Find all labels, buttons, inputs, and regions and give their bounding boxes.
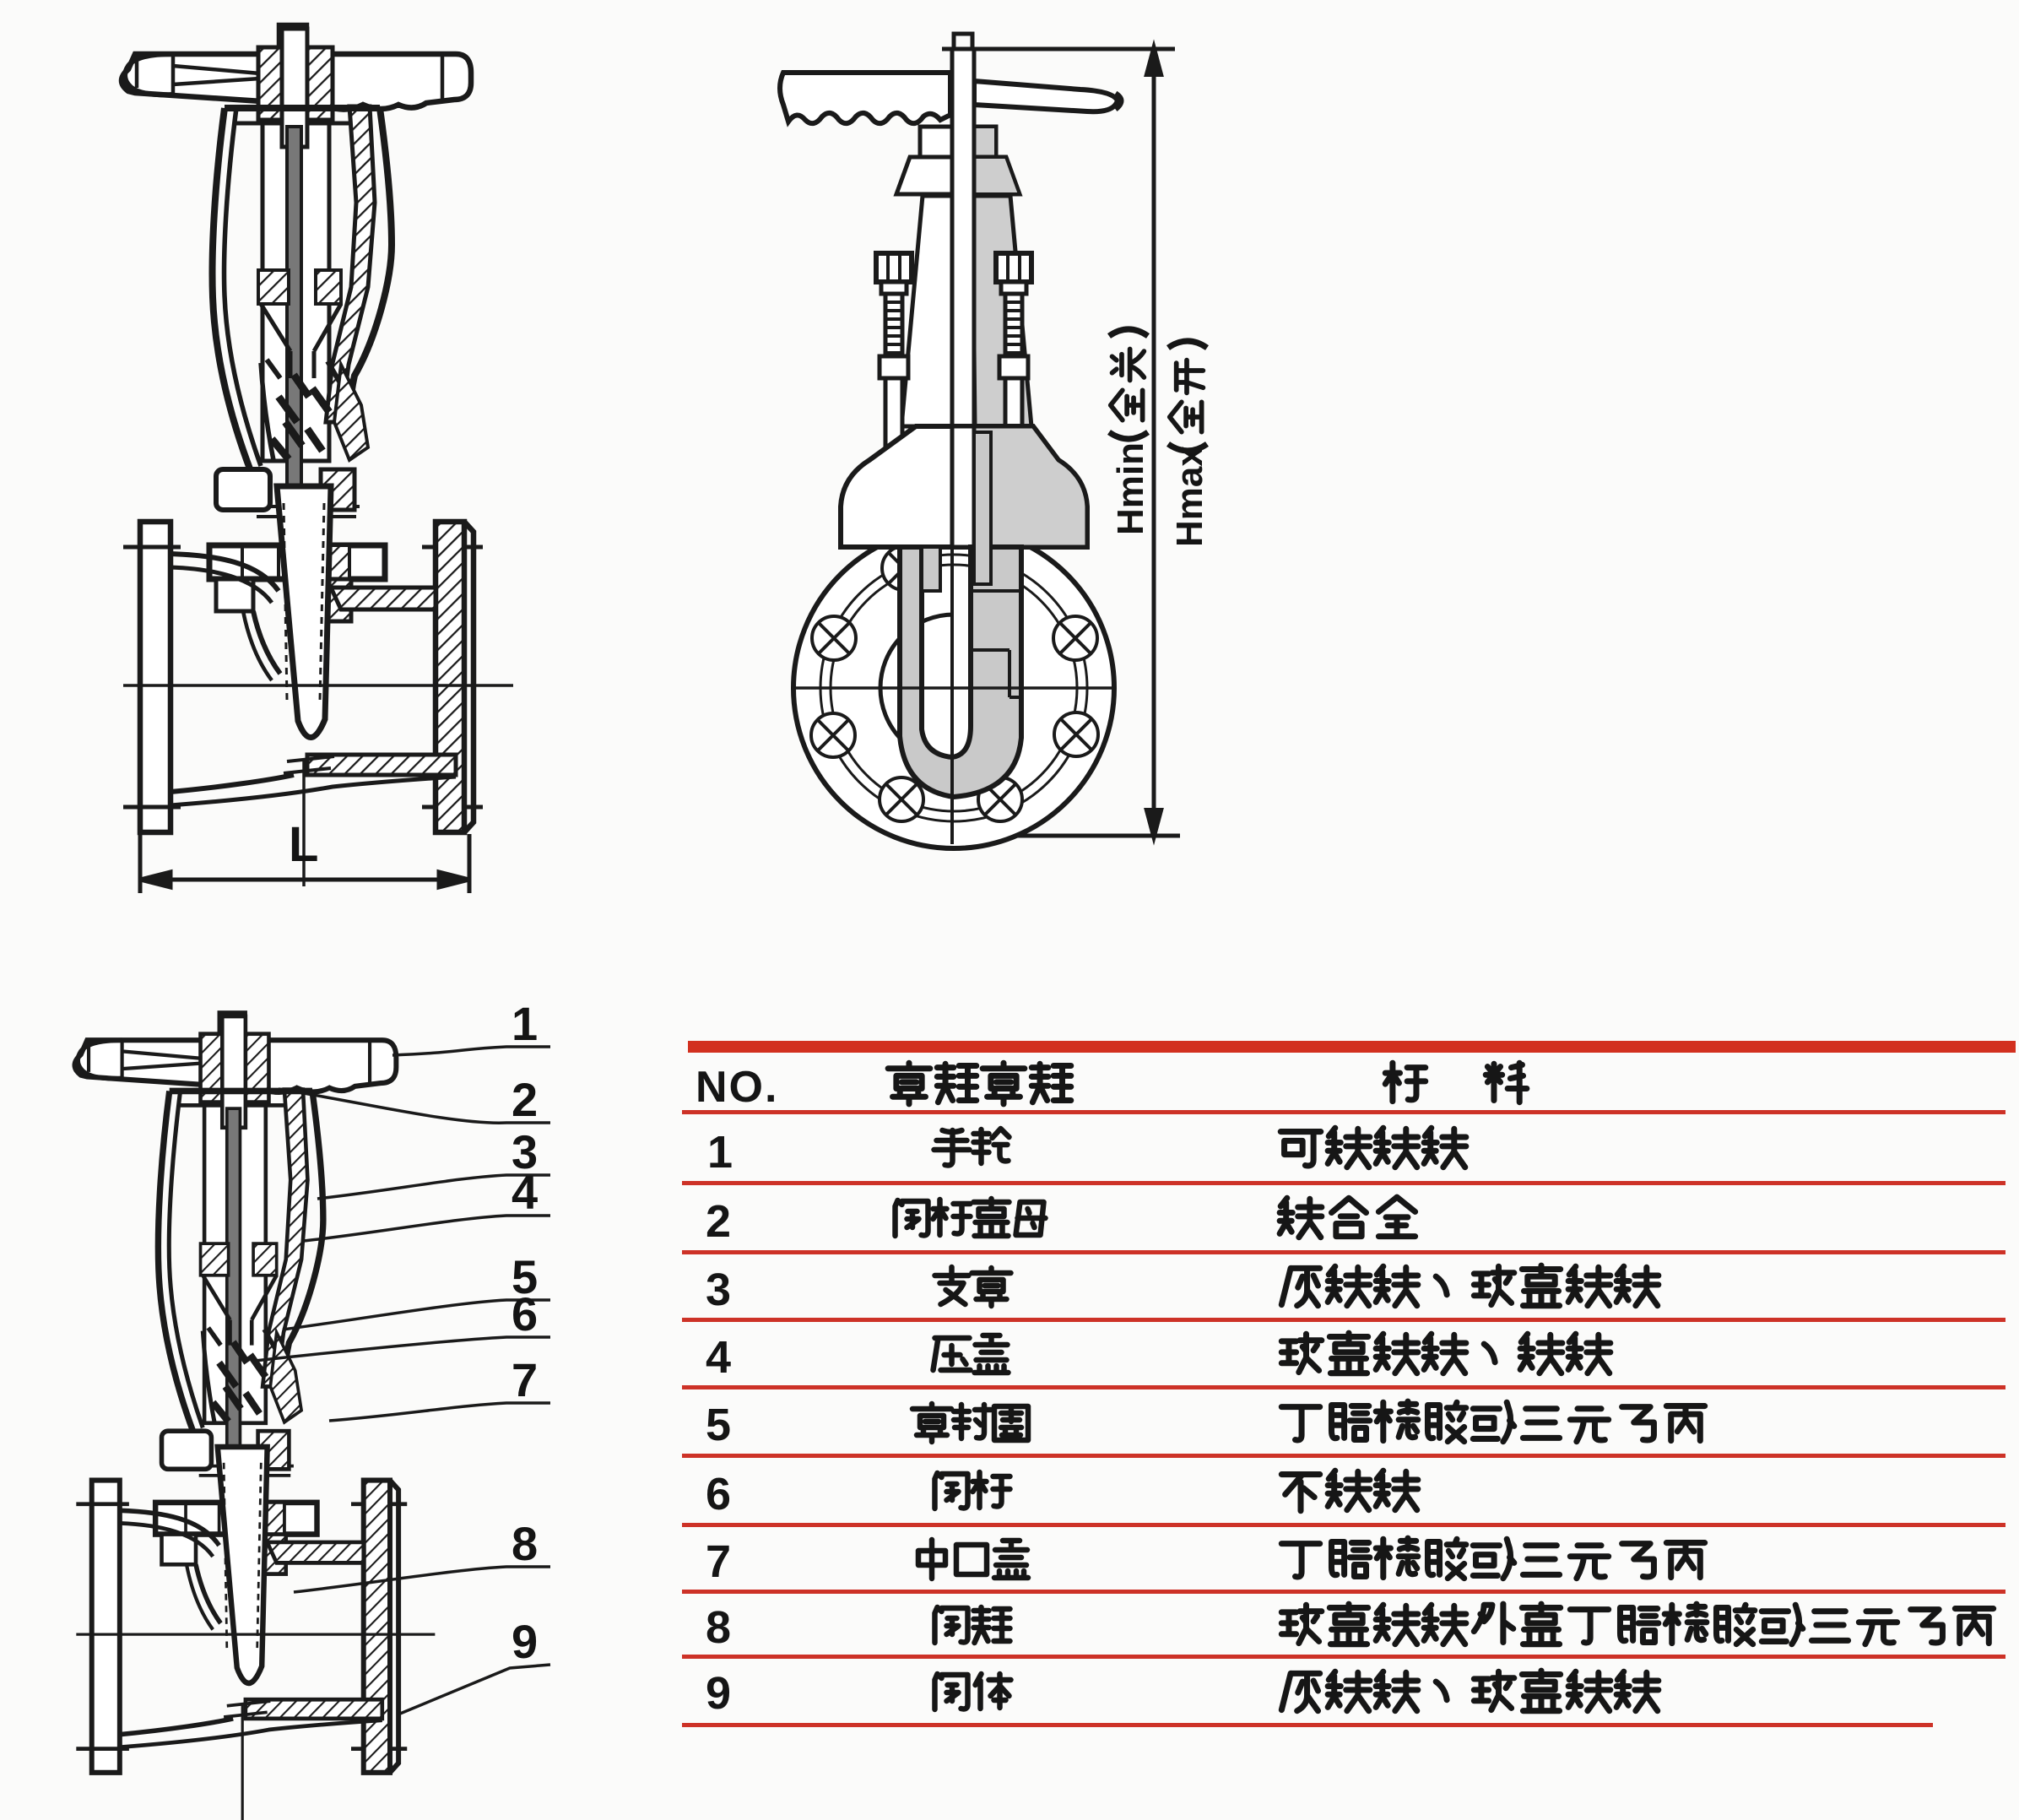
svg-text:L: L (289, 817, 318, 872)
svg-text:9: 9 (512, 1615, 538, 1668)
svg-text:3: 3 (512, 1125, 538, 1178)
svg-text:4: 4 (512, 1166, 538, 1219)
svg-text:6: 6 (512, 1287, 538, 1341)
svg-text:Hmax: Hmax (1169, 446, 1210, 547)
svg-text:8: 8 (512, 1517, 538, 1570)
svg-text:1: 1 (512, 997, 538, 1050)
svg-text:2: 2 (512, 1073, 538, 1126)
svg-text:7: 7 (512, 1353, 538, 1406)
svg-text:Hmin: Hmin (1110, 442, 1151, 535)
svg-text:5: 5 (512, 1250, 538, 1303)
